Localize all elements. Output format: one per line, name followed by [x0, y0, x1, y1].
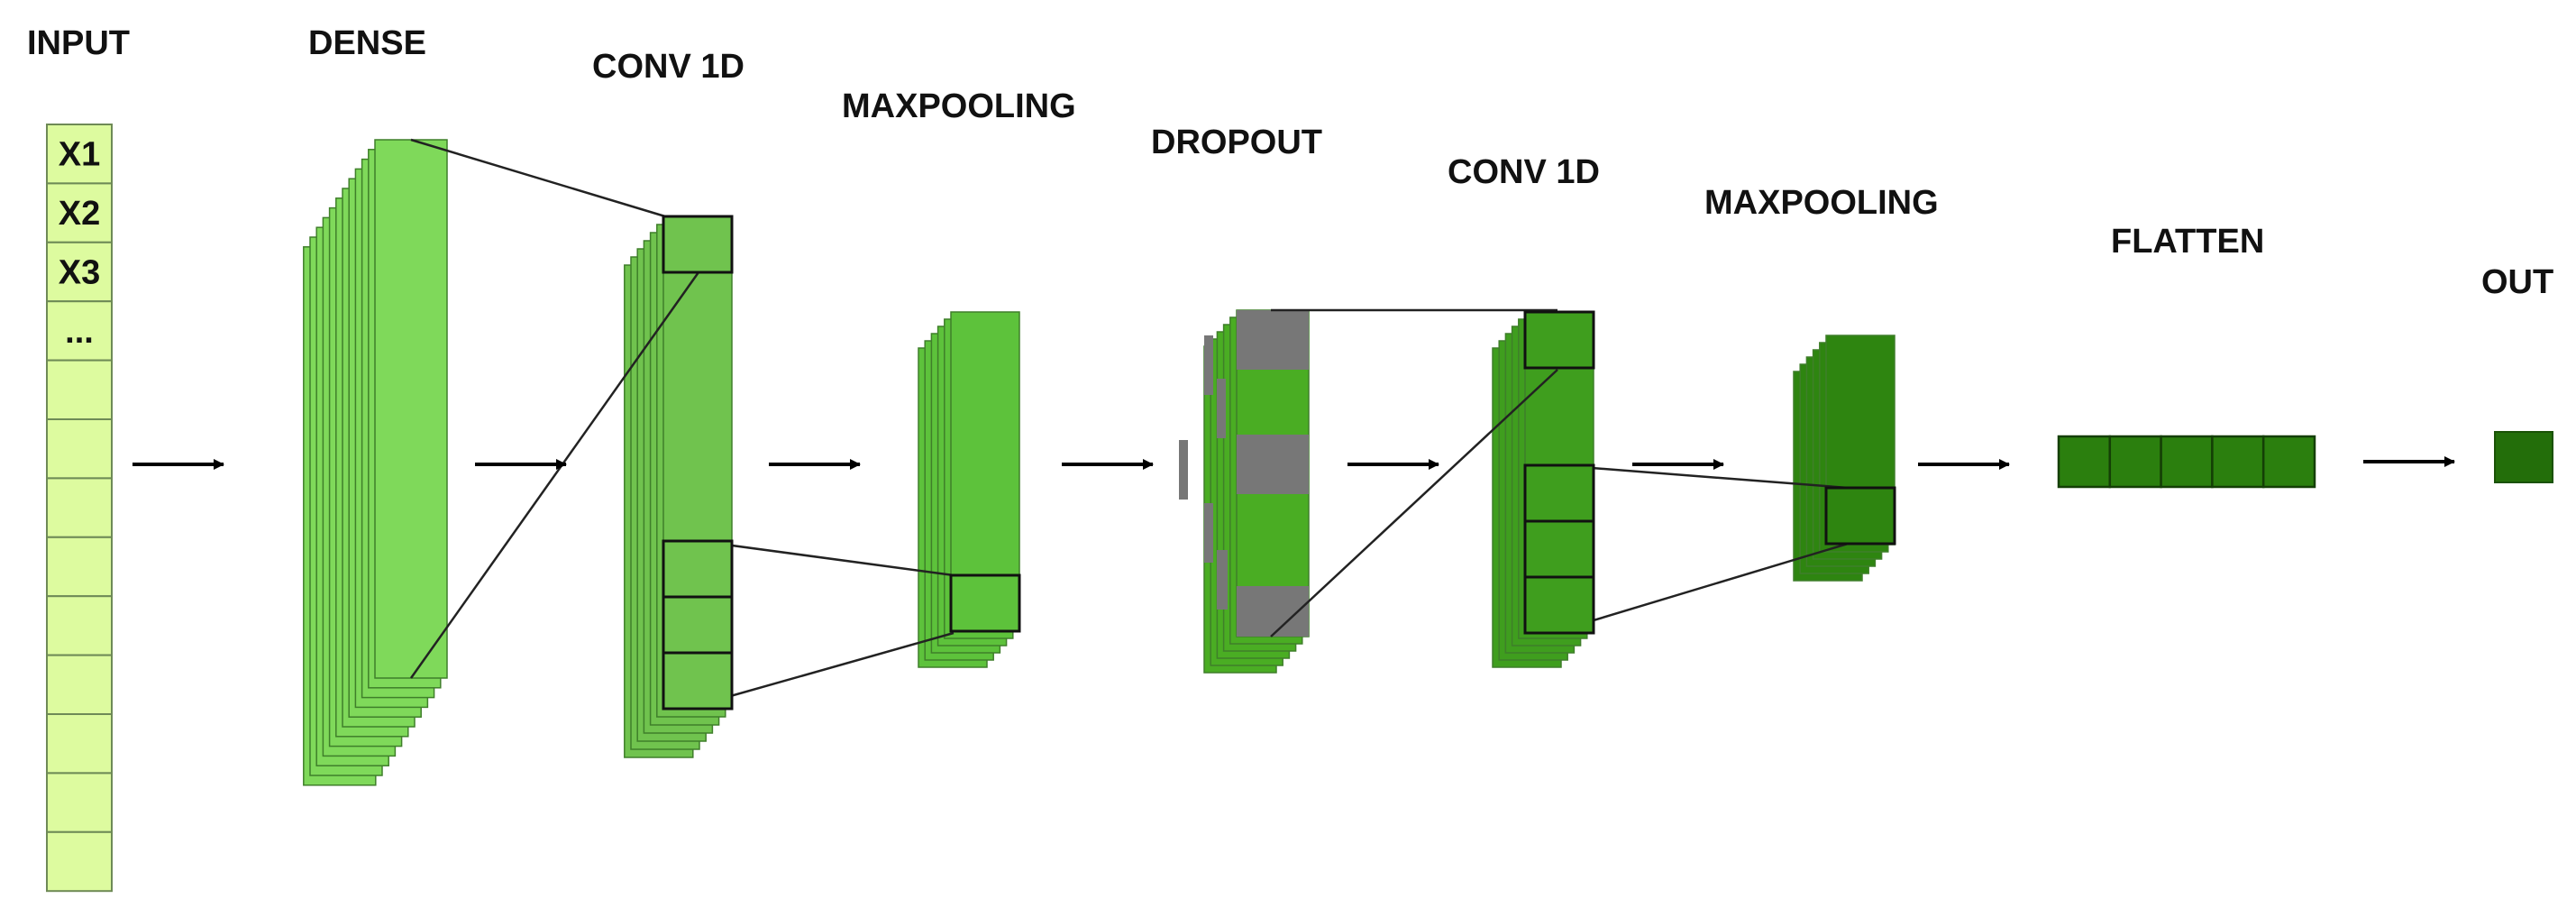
output-node	[2494, 431, 2553, 483]
label-conv1d-1: CONV 1D	[592, 48, 744, 86]
conv2-kernel-top	[1523, 310, 1595, 370]
flatten-layer	[2057, 435, 2316, 489]
input-cell-label: X3	[59, 254, 100, 292]
label-maxpooling-1: MAXPOOLING	[842, 87, 1076, 125]
input-cell	[46, 182, 113, 243]
input-cell	[46, 595, 113, 656]
label-flatten: FLATTEN	[2111, 223, 2264, 261]
dropped-unit	[1204, 503, 1213, 563]
input-cell-label: X2	[59, 195, 100, 233]
dropped-unit	[1217, 550, 1228, 610]
dropped-unit	[1179, 440, 1188, 500]
input-cell	[46, 830, 113, 893]
input-cell	[46, 418, 113, 480]
conv2-kernel-bottom-1	[1523, 463, 1595, 523]
input-layer: X1X2X3...	[46, 124, 113, 893]
conv1-kernel-bottom-3	[662, 651, 734, 711]
input-cell	[46, 713, 113, 775]
kernel-connection-lines	[409, 138, 1849, 707]
flatten-cell	[2211, 435, 2265, 489]
input-cell	[46, 772, 113, 833]
input-cell-label: X1	[59, 136, 100, 174]
label-dense: DENSE	[308, 24, 426, 62]
flatten-cell	[2057, 435, 2112, 489]
label-dropout: DROPOUT	[1151, 124, 1322, 161]
flatten-cell	[2160, 435, 2214, 489]
pool2-kernel	[1824, 486, 1896, 546]
input-cell	[46, 654, 113, 715]
dropout-layer	[1179, 309, 1310, 674]
label-conv1d-2: CONV 1D	[1448, 153, 1600, 191]
conv1-kernel-bottom-2	[662, 595, 734, 655]
flatten-cell	[2261, 435, 2316, 489]
flatten-cell	[2108, 435, 2162, 489]
conv2-kernel-bottom-2	[1523, 519, 1595, 579]
label-out: OUT	[2481, 263, 2553, 301]
pool1-kernel	[949, 573, 1021, 633]
conv2-kernel-bottom-3	[1523, 575, 1595, 635]
dropped-unit	[1217, 379, 1226, 438]
dense-layer	[303, 139, 448, 786]
conv1-kernel-top	[662, 215, 734, 274]
label-maxpooling-2: MAXPOOLING	[1704, 184, 1939, 222]
kernel-boxes	[662, 215, 1896, 711]
input-cell	[46, 477, 113, 538]
input-cell	[46, 124, 113, 185]
dense-filter	[374, 139, 448, 679]
conv1-kernel-bottom-1	[662, 539, 734, 599]
input-cell	[46, 359, 113, 421]
dropped-unit	[1237, 310, 1309, 370]
flow-arrows	[132, 456, 2455, 470]
dropped-unit	[1204, 335, 1213, 395]
input-cell	[46, 536, 113, 598]
input-cell	[46, 300, 113, 362]
dropped-unit	[1237, 435, 1309, 494]
input-cell-label: ...	[65, 313, 94, 351]
label-input: INPUT	[27, 24, 130, 62]
